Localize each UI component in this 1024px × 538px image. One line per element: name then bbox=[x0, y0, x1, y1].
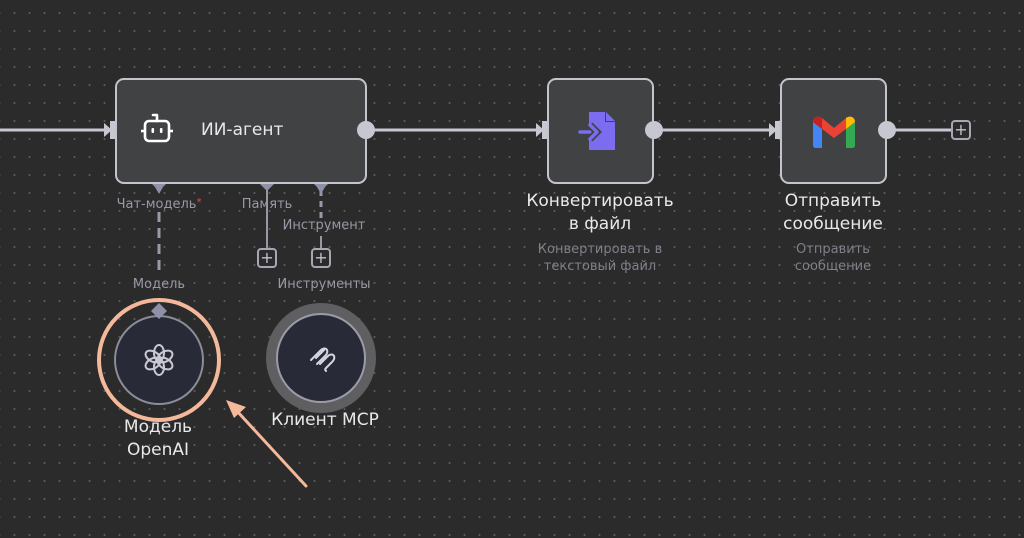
robot-icon bbox=[137, 110, 177, 150]
annotation-arrow bbox=[226, 400, 308, 488]
output-handle-gmail[interactable] bbox=[878, 121, 896, 139]
subcaption-line: Отправить bbox=[796, 242, 870, 257]
node-mcp-client[interactable] bbox=[276, 313, 366, 403]
port-label-memory: Память bbox=[241, 197, 293, 212]
node-caption-gmail: Отправить сообщение bbox=[783, 190, 883, 236]
node-caption-convert: Конвертировать в файл bbox=[526, 190, 673, 236]
add-tool-button[interactable]: + bbox=[311, 248, 331, 268]
openai-highlight-ring bbox=[97, 298, 221, 422]
port-label-text: Чат-модель bbox=[116, 197, 197, 212]
subcaption-line: сообщение bbox=[794, 259, 872, 274]
caption-line: Конвертировать bbox=[526, 191, 674, 211]
node-openai-model[interactable] bbox=[114, 315, 204, 405]
caption-line: в файл bbox=[568, 214, 632, 234]
input-handle-gmail bbox=[769, 121, 782, 139]
input-handle-convert bbox=[536, 121, 549, 139]
add-next-node-button[interactable]: + bbox=[951, 120, 971, 140]
file-import-icon bbox=[575, 106, 625, 156]
openai-icon bbox=[141, 342, 177, 378]
caption-line: Отправить bbox=[784, 191, 882, 211]
port-label-tool: Инструмент bbox=[282, 218, 366, 233]
node-gmail-send[interactable] bbox=[780, 78, 887, 184]
caption-line: Модель bbox=[123, 417, 193, 437]
required-mark: * bbox=[196, 197, 202, 208]
node-convert-to-file[interactable] bbox=[547, 78, 654, 184]
mcp-icon bbox=[305, 340, 341, 376]
gmail-icon bbox=[811, 114, 857, 150]
input-handle-agent bbox=[104, 121, 117, 139]
add-memory-button[interactable]: + bbox=[257, 248, 277, 268]
caption-line: сообщение bbox=[783, 214, 883, 234]
port-label-chat-model: Чат-модель* bbox=[117, 197, 202, 212]
node-subcaption-gmail: Отправить сообщение bbox=[795, 241, 871, 275]
caption-line: OpenAI bbox=[126, 440, 190, 460]
subcaption-line: Конвертировать в bbox=[537, 242, 663, 257]
subcaption-line: текстовый файл bbox=[543, 259, 657, 274]
node-caption-openai: Модель OpenAI bbox=[124, 416, 192, 462]
node-subcaption-convert: Конвертировать в текстовый файл bbox=[538, 241, 662, 275]
sub-port-label-tools: Инструменты bbox=[277, 277, 371, 292]
node-ai-agent[interactable]: ИИ-агент bbox=[115, 78, 367, 184]
node-title: ИИ-агент bbox=[201, 120, 284, 140]
node-caption-mcp: Клиент MCP bbox=[271, 410, 379, 430]
sub-port-label-model: Модель bbox=[132, 277, 186, 292]
output-handle-agent[interactable] bbox=[357, 121, 375, 139]
output-handle-convert[interactable] bbox=[645, 121, 663, 139]
